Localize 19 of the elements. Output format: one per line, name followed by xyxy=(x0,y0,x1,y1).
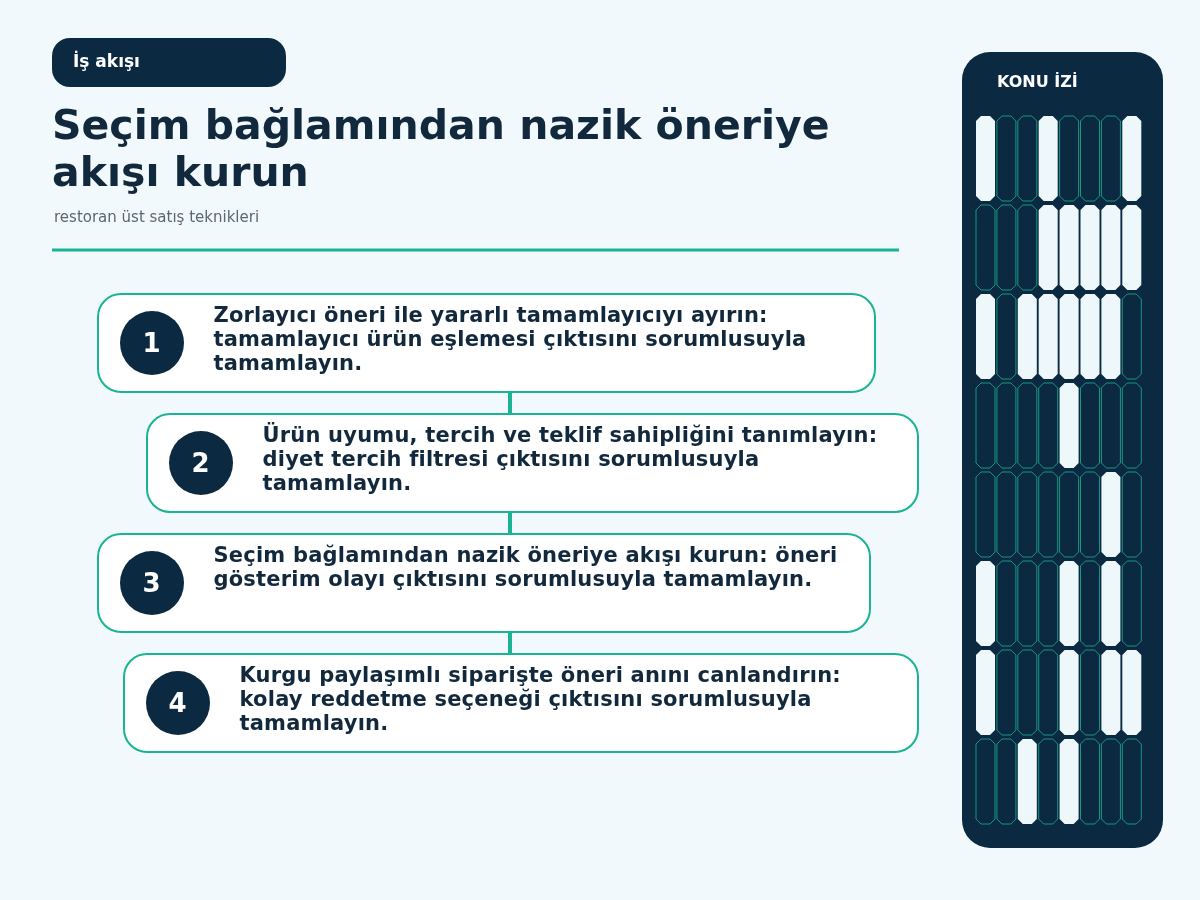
panel-title: KONU İZİ xyxy=(997,72,1078,91)
step-card xyxy=(123,653,919,753)
step-description: Seçim bağlamından nazik öneriye akışı kurun: öneri gösterim olayı çıktısını sorumlusuyla tamamlayın. xyxy=(213,542,838,591)
step-number: 4 xyxy=(145,670,210,735)
category-tag: İş akışı xyxy=(52,38,286,87)
step-number: 2 xyxy=(168,430,233,495)
connector-line xyxy=(508,633,512,653)
connector-line xyxy=(508,513,512,533)
step-description: Zorlayıcı öneri ile yararlı tamamlayıcıyı ayırın: tamamlayıcı ürün eşlemesi çıktısını sorumlusuyla tamamlayın. xyxy=(213,302,808,375)
step-card xyxy=(97,293,876,393)
connector-line xyxy=(508,393,512,413)
step-card xyxy=(146,413,919,513)
step-card xyxy=(97,533,871,633)
subtitle: restoran üst satış teknikleri xyxy=(54,208,260,226)
step-number: 3 xyxy=(119,550,184,615)
step-description: Kurgu paylaşımlı siparişte öneri anını canlandırın: kolay reddetme seçeneği çıktısını sorumlusuyla tamamlayın. xyxy=(239,662,842,735)
title: Seçim bağlamından nazik öneriye akışı kurun xyxy=(52,102,831,196)
step-description: Ürün uyumu, tercih ve teklif sahipliğini tanımlayın: diyet tercih filtresi çıktısını sorumlusuyla tamamlayın. xyxy=(262,422,879,495)
step-number: 1 xyxy=(119,310,184,375)
